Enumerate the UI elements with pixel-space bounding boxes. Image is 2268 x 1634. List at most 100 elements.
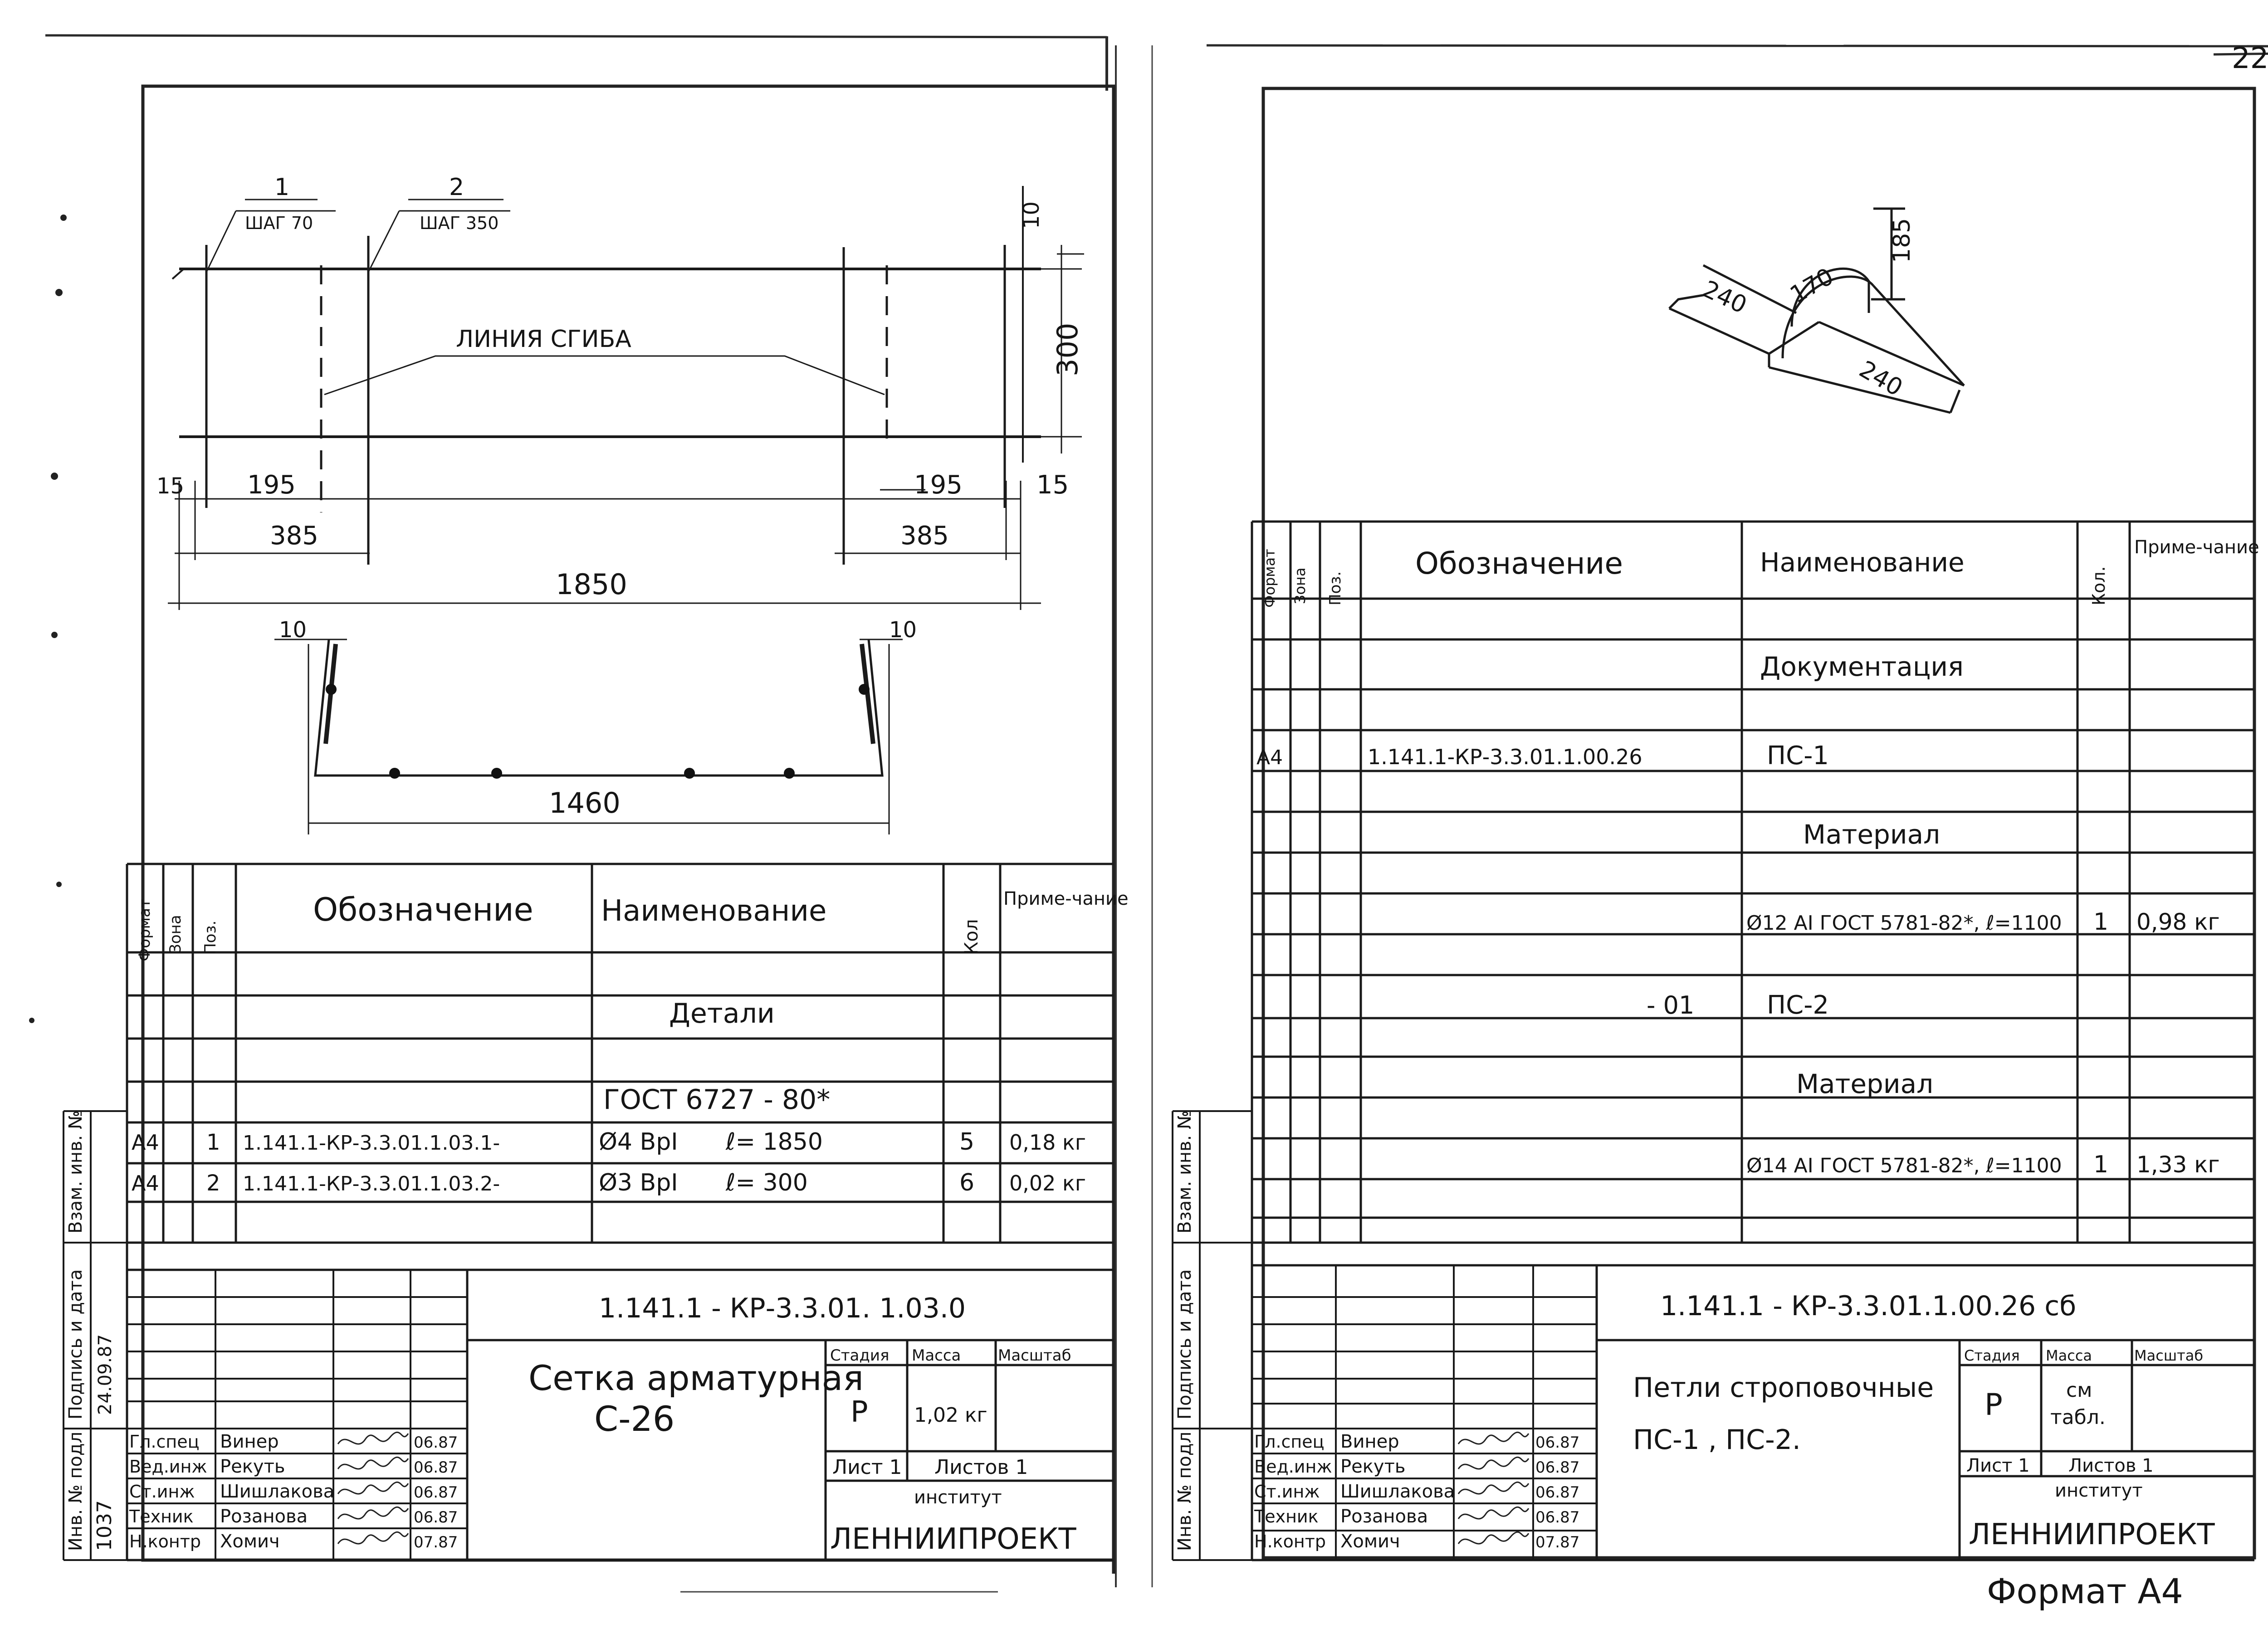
- right-hdr-designation: Обозначение: [1415, 546, 1623, 581]
- right-hdr-qty: Кол.: [2089, 566, 2109, 605]
- dim-300: 300: [1051, 323, 1084, 376]
- signature-date: 06.87: [1535, 1458, 1579, 1477]
- signature-name: Винер: [1340, 1431, 1399, 1452]
- handwritten-signature: [337, 1456, 409, 1470]
- signature-date: 06.87: [1535, 1508, 1579, 1527]
- right-mass-label: Масса: [2046, 1347, 2092, 1364]
- left-row1-format: А4: [132, 1130, 159, 1155]
- signature-name: Рекуть: [1340, 1456, 1405, 1477]
- handwritten-signature: [1457, 1456, 1530, 1470]
- side-sign-date-left: Подпись и дата: [65, 1269, 86, 1419]
- right-scale-label: Масштаб: [2134, 1347, 2203, 1364]
- left-row2-len: ℓ= 300: [725, 1169, 808, 1196]
- signature-name: Шишлакова: [220, 1481, 334, 1502]
- dim-15-left: 15: [156, 473, 184, 499]
- right-mat1-section: Материал: [1803, 819, 1940, 850]
- right-mat1-qty: 1: [2093, 908, 2108, 936]
- side-inv-value: 1037: [93, 1500, 116, 1551]
- right-hdr-name: Наименование: [1760, 547, 1965, 578]
- left-row1-len: ℓ= 1850: [725, 1128, 823, 1156]
- left-row2-designation: 1.141.1-КР-3.3.01.1.03.2-: [243, 1172, 500, 1195]
- loop-iso-drawing: [1668, 207, 1965, 414]
- left-hdr-format: Формат: [136, 899, 154, 961]
- signature-name: Хомич: [1340, 1531, 1400, 1552]
- iso-dim-a: 240: [1699, 275, 1751, 319]
- left-hdr-qty: Кол: [961, 919, 982, 955]
- right-institute: ЛЕННИИПРОЕКТ: [1969, 1518, 2215, 1551]
- right-title-1: Петли строповочные: [1633, 1372, 1934, 1404]
- signature-name: Розанова: [220, 1506, 308, 1527]
- handwritten-signature: [1457, 1506, 1530, 1520]
- dim-195-left: 195: [247, 470, 296, 500]
- right-ps2-name: ПС-2: [1767, 990, 1829, 1020]
- signature-date: 07.87: [414, 1533, 458, 1551]
- left-hdr-pos: Поз.: [201, 921, 220, 955]
- left-row2-qty: 6: [959, 1169, 974, 1196]
- left-institute: ЛЕННИИПРОЕКТ: [830, 1522, 1077, 1556]
- left-row2-format: А4: [132, 1171, 159, 1195]
- right-mat2-section: Материал: [1796, 1068, 1933, 1099]
- left-mass: 1,02 кг: [914, 1404, 987, 1427]
- dim-1850: 1850: [556, 568, 627, 601]
- right-stage-label: Стадия: [1964, 1347, 2020, 1364]
- right-title-block: [1252, 1265, 2254, 1561]
- signature-role: Ст.инж: [129, 1482, 195, 1502]
- signature-date: 06.87: [414, 1508, 458, 1527]
- left-row2-note: 0,02 кг: [1009, 1171, 1086, 1195]
- left-row1-name: Ø4 ВрI: [599, 1128, 678, 1156]
- right-ps1-designation: 1.141.1-КР-3.3.01.1.00.26: [1368, 745, 1642, 769]
- right-mass-1: см: [2066, 1379, 2092, 1402]
- dim-10-r: 10: [889, 617, 917, 643]
- handwritten-signature: [337, 1531, 409, 1545]
- signature-role: Н.контр: [1254, 1532, 1326, 1551]
- signature-name: Хомич: [220, 1531, 280, 1552]
- left-standard: ГОСТ 6727 - 80*: [603, 1084, 830, 1116]
- left-row2-pos: 2: [206, 1171, 220, 1196]
- side-vzam-right: Взам. инв. №: [1174, 1110, 1195, 1234]
- signature-role: Н.контр: [129, 1532, 201, 1551]
- left-row1-pos: 1: [206, 1130, 220, 1155]
- callout-1-pos: 1: [274, 174, 289, 201]
- right-mat1-note: 0,98 кг: [2136, 909, 2220, 935]
- left-sheet: 1 ШАГ 70 2 ШАГ 350 ЛИНИЯ СГИБА 10 300 15…: [126, 84, 1129, 1574]
- signature-date: 06.87: [1535, 1434, 1579, 1452]
- right-mat2-note: 1,33 кг: [2136, 1151, 2220, 1178]
- signature-role: Вед.инж: [1254, 1457, 1332, 1477]
- callout-2-step: ШАГ 350: [420, 213, 499, 233]
- dim-1460: 1460: [549, 786, 621, 819]
- section-bars: [326, 684, 870, 779]
- right-ps2-designation: - 01: [1647, 991, 1694, 1019]
- side-vzam-left: Взам. инв. №: [65, 1110, 86, 1234]
- side-sign-date-right: Подпись и дата: [1174, 1269, 1195, 1419]
- signature-date: 06.87: [414, 1458, 458, 1477]
- handwritten-signature: [337, 1481, 409, 1495]
- dim-15-right: 15: [1036, 470, 1069, 500]
- handwritten-signature: [337, 1506, 409, 1520]
- signature-date: 06.87: [414, 1434, 458, 1452]
- side-inv-no-left: Инв. № подл: [65, 1432, 86, 1551]
- right-doc-code: 1.141.1 - КР-3.3.01.1.00.26 сб: [1660, 1290, 2076, 1322]
- dim-195-right: 195: [914, 470, 963, 500]
- scan-dots: [29, 215, 67, 1023]
- right-mass-2: табл.: [2050, 1406, 2106, 1429]
- right-hdr-zone: Зона: [1291, 567, 1309, 604]
- left-hdr-designation: Обозначение: [313, 891, 533, 928]
- right-hdr-pos: Поз.: [1326, 571, 1344, 605]
- left-section-title: Детали: [669, 998, 775, 1029]
- right-hdr-format: Формат: [1261, 549, 1278, 608]
- corner-number: 22: [2232, 42, 2268, 75]
- left-institute-label: институт: [914, 1487, 1002, 1508]
- signature-name: Винер: [220, 1431, 279, 1452]
- handwritten-signature: [1457, 1531, 1530, 1545]
- signature-role: Гл.спец: [129, 1432, 200, 1452]
- left-title-block: [127, 1270, 1114, 1561]
- right-stage: Р: [1984, 1387, 2003, 1422]
- right-doc-section: Документация: [1760, 651, 1964, 682]
- left-stage-label: Стадия: [830, 1346, 889, 1365]
- right-sheet: Лист 1: [1966, 1455, 2030, 1476]
- right-sheet: 240 170 185 240: [1251, 87, 2259, 1561]
- left-hdr-name: Наименование: [601, 894, 826, 928]
- left-doc-code: 1.141.1 - КР-3.3.01. 1.03.0: [599, 1293, 966, 1324]
- right-signature-grid: [1252, 1264, 1597, 1560]
